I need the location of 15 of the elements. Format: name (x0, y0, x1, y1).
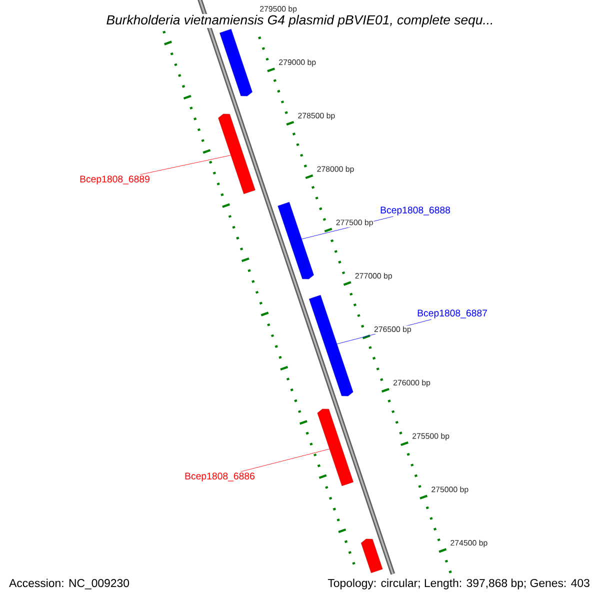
footer-text: Topology: circular; Length: 397,868 bp; Genes: 403 (326, 578, 591, 590)
gene-bar (218, 114, 256, 194)
leader-line (240, 448, 330, 472)
gene-bar (309, 295, 354, 396)
title: Burkholderia vietnamiensis G4 plasmid pBVIE01, complete sequ... (105, 14, 495, 28)
gene-label: Bcep1808_6887 (418, 310, 487, 318)
gene-label: Bcep1808_6888 (380, 206, 450, 216)
gene-bar (220, 28, 252, 96)
gene-label: Bcep1808_6889 (80, 176, 150, 184)
gene-bar (317, 408, 354, 486)
gene-bar (360, 538, 383, 574)
gene-label: Bcep1808_6886 (185, 472, 254, 482)
leader-line (140, 155, 231, 175)
gene-bar (278, 202, 314, 280)
footer-text: Accession: NC_009230 (8, 578, 130, 590)
